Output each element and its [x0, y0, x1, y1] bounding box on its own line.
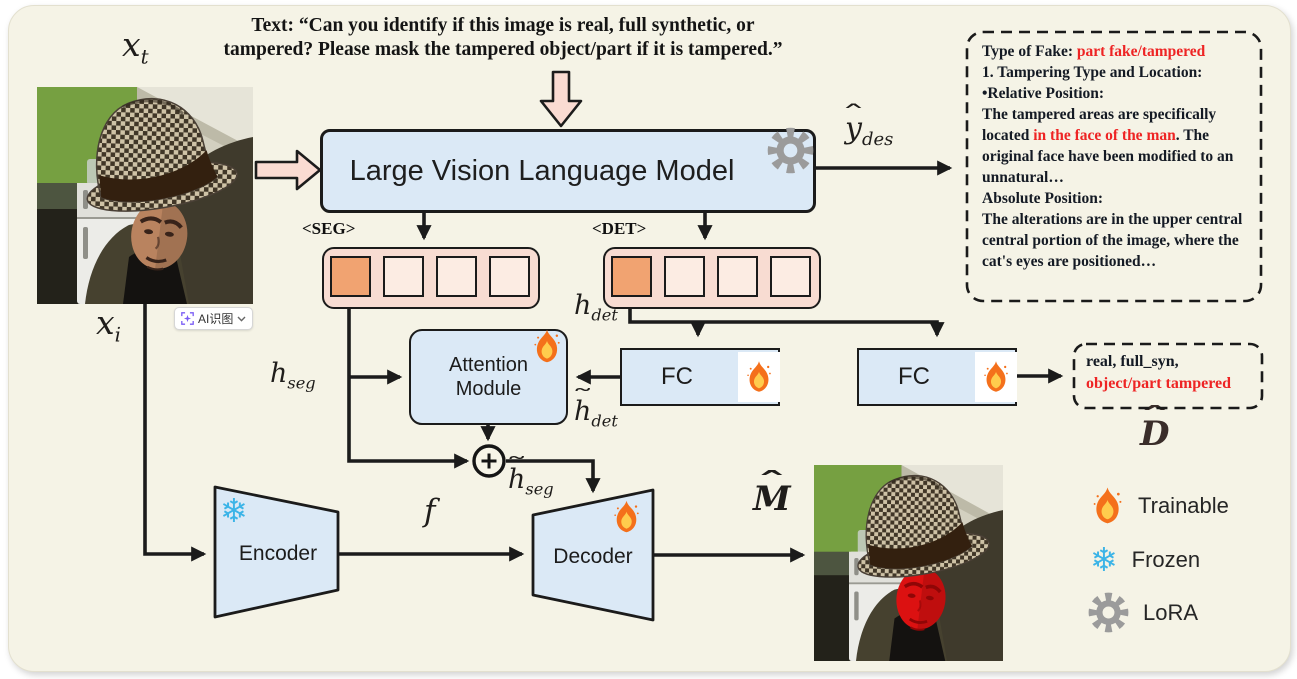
label-x-t: xt — [122, 25, 149, 69]
legend-label-frozen: Frozen — [1131, 546, 1201, 572]
class-line1: real, full_syn, — [1086, 353, 1179, 370]
fire-icon — [532, 328, 562, 365]
det-token — [664, 256, 705, 297]
fire-icon — [975, 352, 1017, 402]
det-token-label: <DET> — [592, 219, 647, 238]
legend-label-lora: LoRA — [1143, 599, 1199, 625]
det-token — [770, 256, 811, 297]
label-h-seg: hseg — [270, 358, 316, 393]
seg-token-active — [330, 256, 371, 297]
legend-item-lora: LoRA — [1088, 592, 1198, 633]
snowflake-icon: ❄ — [1090, 540, 1118, 579]
ai-button-label: AI识图 — [198, 312, 234, 326]
fc-right-box: FC — [857, 348, 1017, 406]
det-token-active — [611, 256, 652, 297]
sparkle-scan-icon — [181, 312, 194, 325]
class-output-box: real, full_syn, object/part tampered — [1072, 342, 1264, 410]
fc-left-box: FC — [620, 348, 780, 406]
seg-token-row — [322, 247, 540, 309]
fire-icon — [738, 352, 780, 402]
prompt-line2: tampered? Please mask the tampered objec… — [223, 39, 783, 60]
fc-left-label: FC — [661, 363, 693, 390]
encoder-label: Encoder — [238, 542, 318, 565]
fire-icon — [1091, 486, 1124, 526]
lora-gear-icon — [767, 127, 814, 174]
gear-icon — [1088, 592, 1129, 633]
label-h-seg-tilde: ˜hseg — [505, 454, 554, 499]
decoder-box: Decoder — [528, 485, 658, 625]
seg-token — [436, 256, 477, 297]
lvlm-title: Large Vision Language Model — [349, 154, 735, 187]
predicted-mask-image — [814, 465, 1003, 661]
label-h-det-tilde: ˜hdet — [571, 386, 618, 431]
legend-item-frozen: ❄ Frozen — [1090, 543, 1200, 576]
description-output-box: Type of Fake: part fake/tampered 1. Tamp… — [965, 30, 1263, 303]
fc-right-label: FC — [898, 363, 930, 390]
prompt-line1: Text: “Can you identify if this image is… — [251, 15, 755, 36]
legend-label-trainable: Trainable — [1138, 493, 1229, 518]
decoder-label: Decoder — [553, 545, 633, 568]
seg-token — [489, 256, 530, 297]
snowflake-icon: ❄ — [220, 491, 248, 530]
label-f: f — [424, 493, 436, 529]
legend-item-trainable: Trainable — [1091, 486, 1229, 526]
seg-token — [383, 256, 424, 297]
attention-label-line2: Module — [455, 378, 522, 400]
chevron-down-icon — [237, 316, 246, 322]
attention-module-box: Attention Module — [409, 329, 568, 425]
lvlm-box: Large Vision Language Model — [320, 127, 816, 213]
class-line2: object/part tampered — [1086, 375, 1231, 392]
description-text: Type of Fake: part fake/tampered 1. Tamp… — [982, 43, 1247, 270]
ai-image-recognition-button[interactable]: AI识图 — [174, 307, 254, 330]
input-image — [37, 87, 253, 304]
encoder-box: ❄ Encoder — [210, 482, 343, 622]
attention-label-line1: Attention — [449, 354, 528, 376]
seg-token-label: <SEG> — [302, 219, 356, 238]
label-x-i: xi — [96, 303, 121, 347]
label-h-det: hdet — [574, 290, 618, 325]
prompt-text: Text: “Can you identify if this image is… — [183, 14, 823, 62]
det-token-row — [603, 247, 821, 309]
class-text: real, full_syn, object/part tampered — [1086, 351, 1231, 395]
det-token — [717, 256, 758, 297]
